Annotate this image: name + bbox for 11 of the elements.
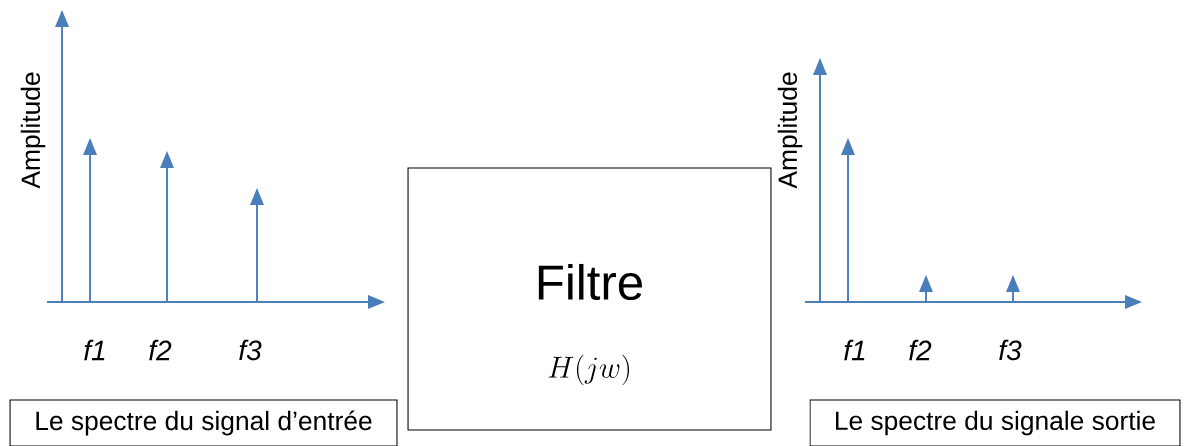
frequency-label: f1 [844, 339, 865, 361]
frequency-label: f1 [84, 339, 105, 361]
caption-box: Le spectre du signal d’entrée [9, 399, 398, 446]
axis-label: Amplitude [20, 72, 46, 189]
frequency-label: f3 [239, 339, 262, 361]
caption-box: Le spectre du signale sortie [809, 399, 1181, 446]
frequency-label: f3 [999, 339, 1022, 361]
frequency-label: f2 [909, 339, 932, 361]
frequency-label: f2 [149, 339, 172, 361]
axis-label: Amplitude [777, 72, 803, 189]
filter-box: Filtre $H(jw)$ [407, 167, 772, 431]
